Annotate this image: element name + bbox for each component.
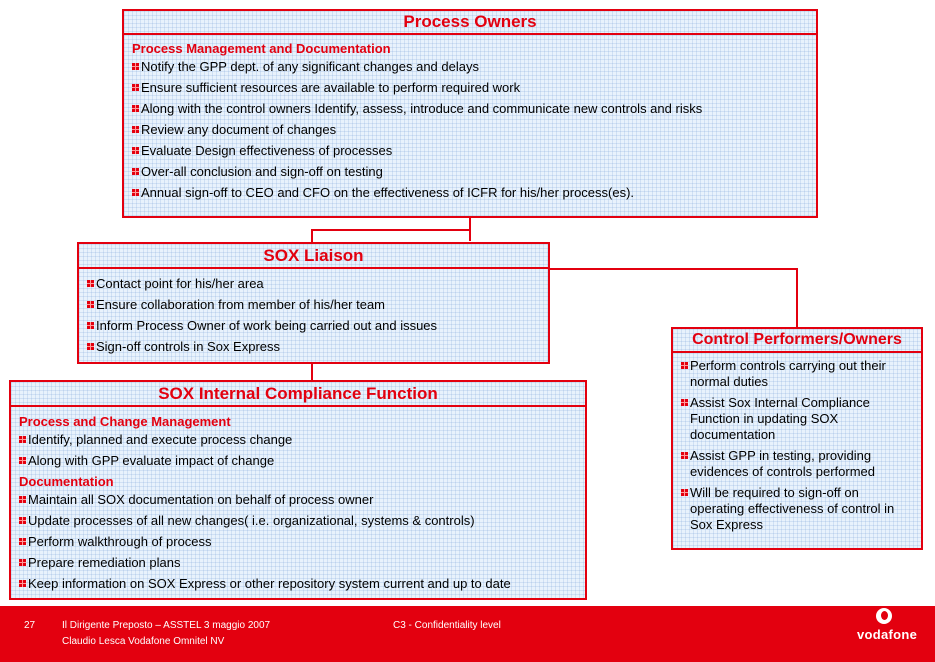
- list-item: Contact point for his/her area: [87, 276, 548, 292]
- connector-liaison-drop: [311, 229, 313, 243]
- list-item: Annual sign-off to CEO and CFO on the ef…: [132, 185, 816, 201]
- sox-liaison-box: SOX Liaison Contact point for his/her ar…: [77, 242, 550, 364]
- vodafone-logo-icon: [876, 608, 892, 624]
- list-item: Assist GPP in testing, providing evidenc…: [681, 448, 915, 480]
- list-item: Maintain all SOX documentation on behalf…: [19, 492, 585, 508]
- process-owners-box: Process Owners Process Management and Do…: [122, 9, 818, 218]
- control-performers-list: Perform controls carrying out their norm…: [681, 358, 915, 533]
- control-performers-box: Control Performers/Owners Perform contro…: [671, 327, 923, 550]
- list-item: Along with GPP evaluate impact of change: [19, 453, 585, 469]
- list-item: Ensure collaboration from member of his/…: [87, 297, 548, 313]
- connector-liaison-horizontal: [311, 229, 471, 231]
- list-item: Will be required to sign-off on operatin…: [681, 485, 915, 533]
- list-item: Assist Sox Internal Compliance Function …: [681, 395, 915, 443]
- control-performers-title: Control Performers/Owners: [673, 329, 921, 353]
- list-item: Sign-off controls in Sox Express: [87, 339, 548, 355]
- process-owners-title: Process Owners: [124, 11, 816, 35]
- section-heading-process-change: Process and Change Management: [19, 414, 231, 429]
- connector-liaison-to-compliance: [311, 363, 313, 381]
- footer-bar: 27 Il Dirigente Preposto – ASSTEL 3 magg…: [0, 606, 935, 662]
- section-heading-documentation: Documentation: [19, 474, 114, 489]
- sox-compliance-list-1: Identify, planned and execute process ch…: [19, 432, 585, 469]
- process-owners-list: Notify the GPP dept. of any significant …: [132, 59, 816, 201]
- sox-compliance-list-2: Maintain all SOX documentation on behalf…: [19, 492, 585, 592]
- list-item: Review any document of changes: [132, 122, 816, 138]
- list-item: Over-all conclusion and sign-off on test…: [132, 164, 816, 180]
- list-item: Keep information on SOX Express or other…: [19, 576, 585, 592]
- sox-compliance-box: SOX Internal Compliance Function Process…: [9, 380, 587, 600]
- list-item: Ensure sufficient resources are availabl…: [132, 80, 816, 96]
- page-number: 27: [24, 620, 36, 631]
- list-item: Perform walkthrough of process: [19, 534, 585, 550]
- connector-performers-drop: [796, 268, 798, 328]
- list-item: Identify, planned and execute process ch…: [19, 432, 585, 448]
- list-item: Inform Process Owner of work being carri…: [87, 318, 548, 334]
- list-item: Evaluate Design effectiveness of process…: [132, 143, 816, 159]
- list-item: Perform controls carrying out their norm…: [681, 358, 915, 390]
- list-item: Prepare remediation plans: [19, 555, 585, 571]
- list-item: Update processes of all new changes( i.e…: [19, 513, 585, 529]
- process-owners-subtitle: Process Management and Documentation: [132, 41, 391, 56]
- list-item: Along with the control owners Identify, …: [132, 101, 816, 117]
- sox-compliance-title: SOX Internal Compliance Function: [11, 382, 585, 407]
- footer-confidentiality: C3 - Confidentiality level: [393, 620, 501, 631]
- list-item: Notify the GPP dept. of any significant …: [132, 59, 816, 75]
- footer-event: Il Dirigente Preposto – ASSTEL 3 maggio …: [62, 620, 271, 631]
- connector-performers-horizontal: [469, 268, 798, 270]
- footer-author: Claudio Lesca Vodafone Omnitel NV: [62, 636, 225, 647]
- sox-liaison-title: SOX Liaison: [79, 244, 548, 269]
- vodafone-logo-text: vodafone: [857, 627, 918, 642]
- sox-liaison-list: Contact point for his/her area Ensure co…: [87, 276, 548, 355]
